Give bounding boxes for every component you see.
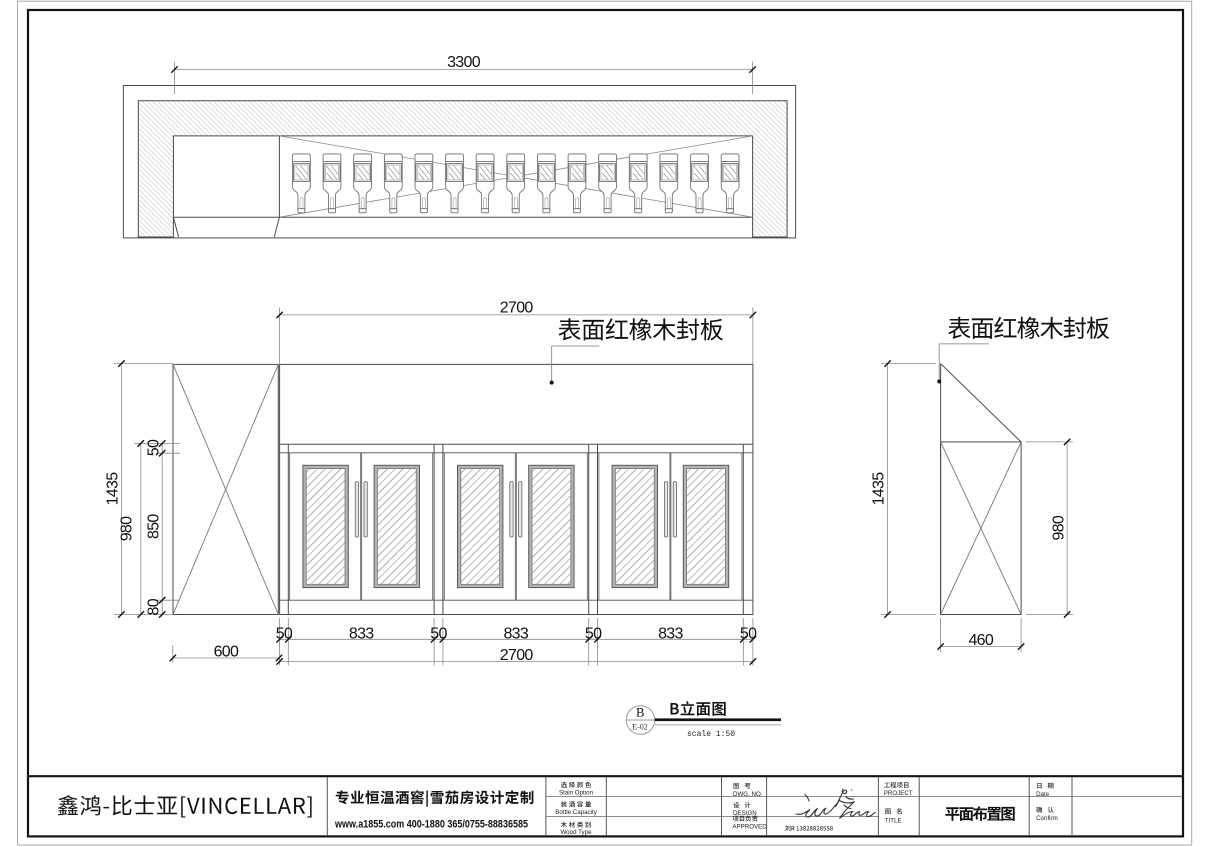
svg-text:3300: 3300 — [447, 54, 481, 71]
svg-text:850: 850 — [146, 514, 163, 539]
svg-text:80: 80 — [146, 598, 163, 615]
svg-text:2700: 2700 — [500, 300, 534, 317]
svg-text:833: 833 — [503, 625, 528, 642]
svg-text:scale 1:50: scale 1:50 — [687, 730, 735, 739]
svg-text:APPROVED: APPROVED — [732, 823, 767, 830]
svg-text:Date: Date — [1036, 791, 1050, 798]
svg-text:Wood Type: Wood Type — [560, 829, 592, 836]
svg-text:50: 50 — [146, 439, 163, 456]
svg-text:460: 460 — [968, 632, 993, 649]
svg-text:833: 833 — [349, 625, 374, 642]
svg-text:1435: 1435 — [104, 472, 121, 506]
svg-text:TITLE: TITLE — [885, 818, 902, 825]
svg-text:www.a1855.com 400-1880 365/075: www.a1855.com 400-1880 365/0755-88836585 — [334, 819, 528, 831]
svg-text:600: 600 — [214, 643, 239, 660]
svg-text:1435: 1435 — [871, 472, 888, 506]
svg-text:DESIGN: DESIGN — [733, 810, 757, 817]
svg-text:PROJECT: PROJECT — [884, 790, 913, 797]
svg-text:980: 980 — [1050, 515, 1067, 540]
svg-text:50: 50 — [276, 625, 293, 642]
svg-text:B: B — [636, 706, 645, 720]
svg-text:50: 50 — [740, 625, 757, 642]
svg-text:833: 833 — [658, 625, 683, 642]
svg-text:2700: 2700 — [500, 647, 534, 664]
svg-text:50: 50 — [585, 625, 602, 642]
svg-text:DWG. NO.: DWG. NO. — [733, 791, 763, 798]
svg-text:980: 980 — [119, 516, 136, 541]
svg-text:Stain Option: Stain Option — [559, 790, 594, 797]
svg-text:E-02: E-02 — [632, 723, 648, 732]
svg-text:Confirm: Confirm — [1036, 815, 1058, 822]
svg-text:Bottle Capacity: Bottle Capacity — [555, 809, 598, 816]
svg-text:50: 50 — [430, 625, 447, 642]
